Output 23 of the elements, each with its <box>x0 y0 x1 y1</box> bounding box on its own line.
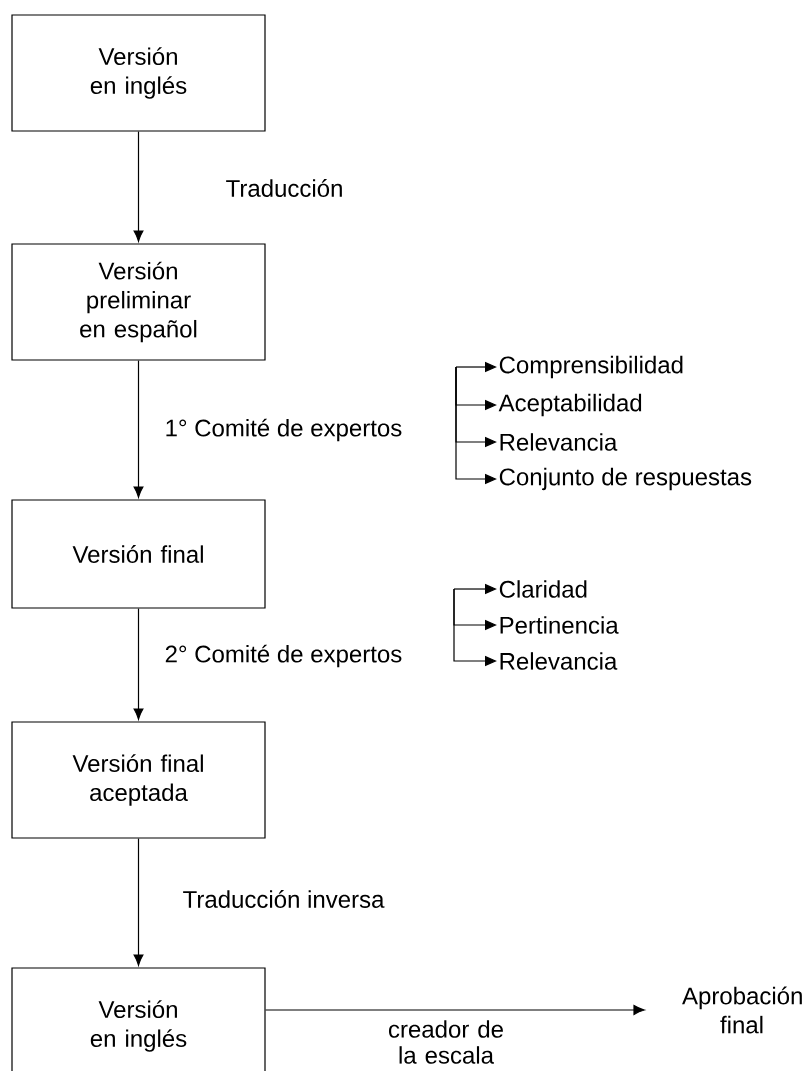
arrow <box>265 1005 645 1015</box>
arrow <box>133 608 144 720</box>
criterion-text: Conjunto de respuestas <box>499 467 752 491</box>
arrow <box>133 131 144 242</box>
edge-label: 1° Comité de expertos <box>166 418 402 442</box>
criterion-text: Comprensibilidad <box>499 355 683 379</box>
edge-label: Traducción <box>226 179 342 197</box>
process-box: Versión final aceptada <box>11 721 266 839</box>
criterion-text: Relevancia <box>500 652 618 670</box>
criterion-text: Pertinencia <box>500 616 619 634</box>
process-box: Versión en inglés <box>11 14 266 132</box>
process-box: Versión final <box>11 499 266 609</box>
arrow <box>133 838 144 966</box>
result-text: Aprobación final <box>682 986 802 1034</box>
criterion-text: Claridad <box>499 580 587 598</box>
edge-label: Traducción inversa <box>183 890 385 908</box>
criterion-text: Relevancia <box>500 433 618 451</box>
process-box: Versión preliminar en español <box>11 243 266 361</box>
process-box: Versión en inglés <box>11 967 266 1071</box>
edge-label: creador de la escala <box>389 1020 503 1064</box>
edge-label: 2° Comité de expertos <box>165 644 402 668</box>
criterion-text: Aceptabilidad <box>498 393 642 417</box>
arrow <box>133 360 144 498</box>
